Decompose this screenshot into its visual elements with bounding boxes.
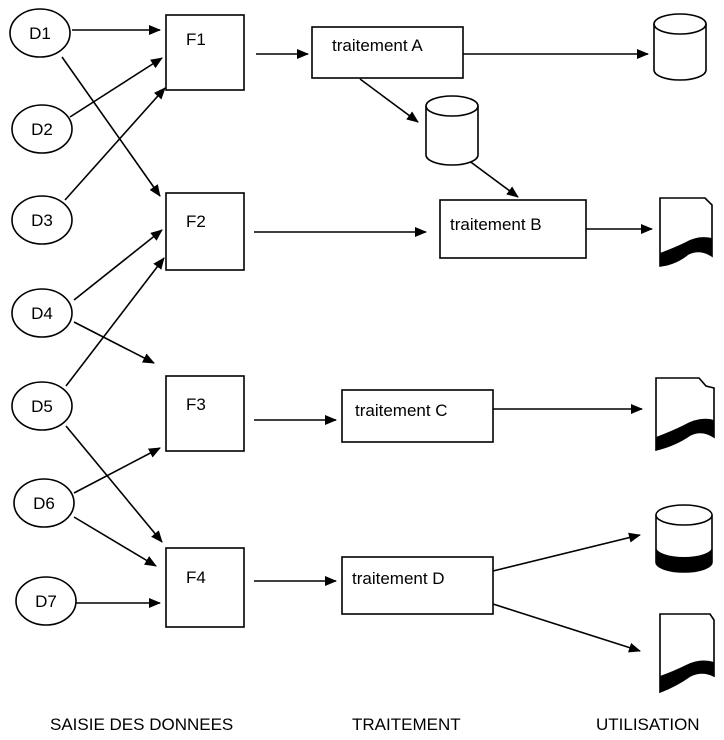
file-node-label: F3 [186, 395, 206, 414]
input-column: D1 D2 D3 D4 D5 D6 D7 [9, 8, 77, 626]
file-node-f4: F4 [165, 547, 245, 628]
treatment-node-b: traitement B [439, 199, 587, 259]
input-column-title: SAISIE DES DONNEES [50, 715, 233, 734]
edge-D1-F2 [61, 56, 161, 197]
treatment-node-label: traitement D [352, 569, 445, 588]
input-node-d3: D3 [11, 195, 73, 245]
input-node-d2: D2 [11, 104, 73, 154]
input-node-label: D1 [29, 24, 51, 43]
edge-D-out2 [492, 603, 641, 653]
database-icon [653, 13, 707, 81]
edge-D2-F1 [69, 57, 163, 118]
edge-D5-F4 [65, 425, 163, 543]
treatment-node-a: traitement A [311, 26, 464, 79]
input-node-label: D3 [31, 211, 53, 230]
file-node-label: F4 [186, 568, 206, 587]
file-node-f3: F3 [165, 375, 245, 452]
edge-layer [61, 25, 653, 653]
edge-A-store [359, 78, 419, 123]
treatment-node-label: traitement C [355, 401, 448, 420]
output-column [425, 13, 715, 694]
processing-column-title: TRAITEMENT [352, 715, 461, 734]
file-node-label: F2 [186, 212, 206, 231]
output-column-title: UTILISATION [596, 715, 700, 734]
treatment-node-c: traitement C [341, 389, 494, 443]
file-node-f2: F2 [165, 192, 245, 271]
input-node-label: D5 [31, 397, 53, 416]
input-node-d4: D4 [11, 288, 73, 338]
treatment-node-label: traitement A [332, 36, 423, 55]
file-node-f1: F1 [165, 14, 245, 91]
column-footer: SAISIE DES DONNEES TRAITEMENT UTILISATIO… [50, 715, 700, 734]
edge-store-B [467, 159, 519, 198]
edge-D5-F2 [65, 257, 165, 387]
treatment-column: traitement A traitement B traitement C t… [311, 26, 587, 615]
file-node-label: F1 [186, 30, 206, 49]
input-node-label: D6 [33, 494, 55, 513]
edge-D-out1 [492, 532, 641, 572]
edge-D4-F3 [73, 321, 155, 364]
document-icon [659, 197, 713, 267]
edge-D4-F2 [73, 229, 163, 301]
input-node-d5: D5 [11, 381, 73, 431]
input-node-d6: D6 [13, 478, 75, 528]
document-icon [659, 613, 715, 694]
input-node-label: D7 [35, 592, 57, 611]
input-node-label: D2 [31, 120, 53, 139]
database-icon [655, 504, 713, 573]
treatment-node-label: traitement B [450, 215, 542, 234]
input-node-d1: D1 [9, 8, 71, 58]
input-node-label: D4 [31, 304, 53, 323]
document-icon [655, 377, 715, 452]
file-column: F1 F2 F3 F4 [165, 14, 245, 628]
edge-D6-F4 [73, 516, 157, 567]
input-node-d7: D7 [15, 576, 77, 626]
edge-D6-F3 [73, 447, 161, 494]
treatment-node-d: traitement D [341, 556, 494, 615]
edge-D3-F1 [64, 87, 166, 201]
database-icon [425, 95, 479, 166]
